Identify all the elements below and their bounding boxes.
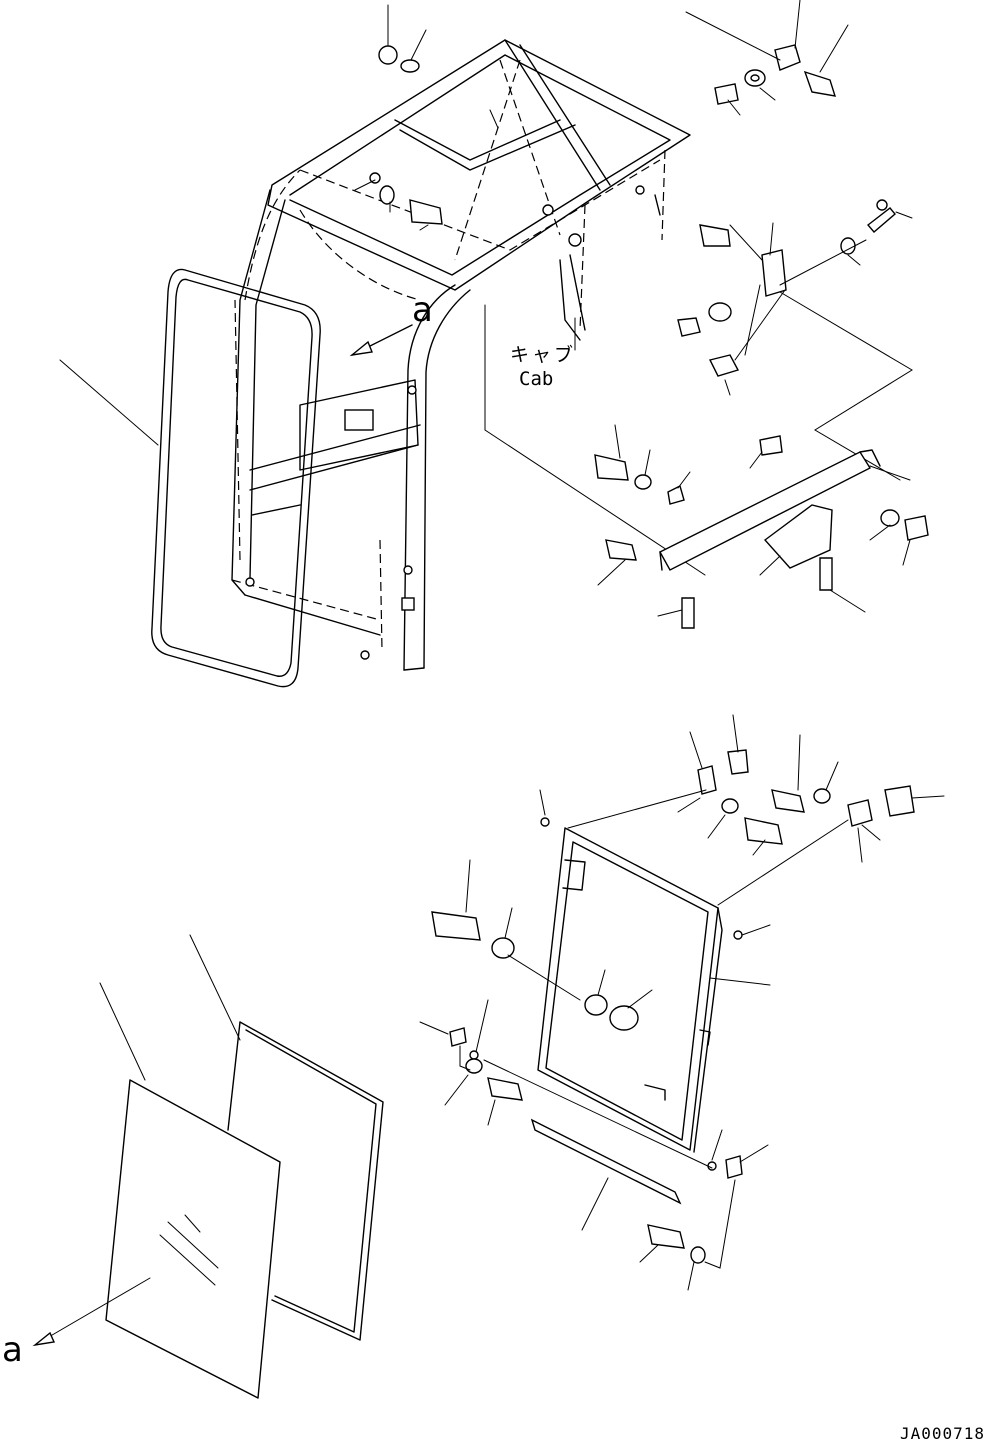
- cab-label-japanese: キャブ: [510, 344, 577, 366]
- arrow-head-bottom: [32, 1331, 56, 1347]
- arrow-head-top: [349, 340, 373, 357]
- cab-frame: [231, 39, 691, 671]
- upper-right-hardware: [59, 0, 929, 629]
- view-label-a-bottom: a: [2, 1330, 23, 1370]
- view-label-a-top: a: [412, 290, 433, 330]
- window-seal-upper: [151, 268, 321, 688]
- door-hardware: [419, 714, 945, 1291]
- glass-assembly: [32, 934, 384, 1399]
- drawing-number: JA000718: [900, 1424, 986, 1443]
- door-frame: [537, 827, 723, 1153]
- cab-label-english: Cab: [519, 368, 554, 390]
